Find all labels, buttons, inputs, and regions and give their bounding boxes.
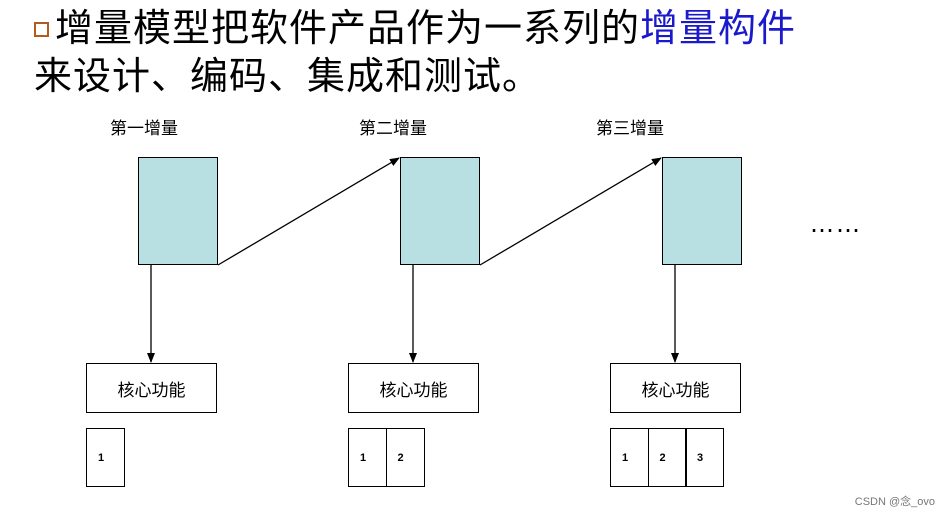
increment-1-modules: 1: [86, 428, 125, 487]
module-cell: 1: [610, 428, 649, 487]
heading-text: 增量模型把软件产品作为一系列的: [55, 6, 641, 50]
module-cell: 1: [86, 428, 125, 487]
heading-line-2: 来设计、编码、集成和测试。: [34, 54, 542, 98]
increment-1-core-box: 核心功能: [86, 363, 217, 413]
increment-3-box: [662, 157, 742, 265]
bullet-icon: [34, 22, 49, 37]
increment-3-label: 第三增量: [596, 119, 664, 139]
watermark: CSDN @念_ovo: [854, 496, 935, 508]
module-cell: 2: [647, 428, 687, 487]
increment-2-modules: 1 2: [348, 428, 425, 487]
increment-3-core-box: 核心功能: [610, 363, 741, 413]
module-cell: 2: [385, 428, 425, 487]
arrow-inc2-to-inc3: [479, 157, 662, 266]
heading-line-1: 增量模型把软件产品作为一系列的增量构件: [34, 4, 934, 52]
increment-2-core-box: 核心功能: [348, 363, 479, 413]
heading-highlight: 增量构件: [640, 6, 797, 50]
increment-1-label: 第一增量: [110, 119, 178, 139]
module-cell: 3: [685, 428, 724, 487]
ellipsis: ……: [810, 210, 862, 238]
increment-2-label: 第二增量: [359, 119, 427, 139]
increment-3-modules: 1 2 3: [610, 428, 724, 487]
increment-2-box: [400, 157, 480, 265]
arrow-inc1-to-inc2: [217, 157, 400, 266]
module-cell: 1: [348, 428, 387, 487]
increment-1-box: [138, 157, 218, 265]
heading: 增量模型把软件产品作为一系列的增量构件 来设计、编码、集成和测试。: [34, 4, 934, 100]
